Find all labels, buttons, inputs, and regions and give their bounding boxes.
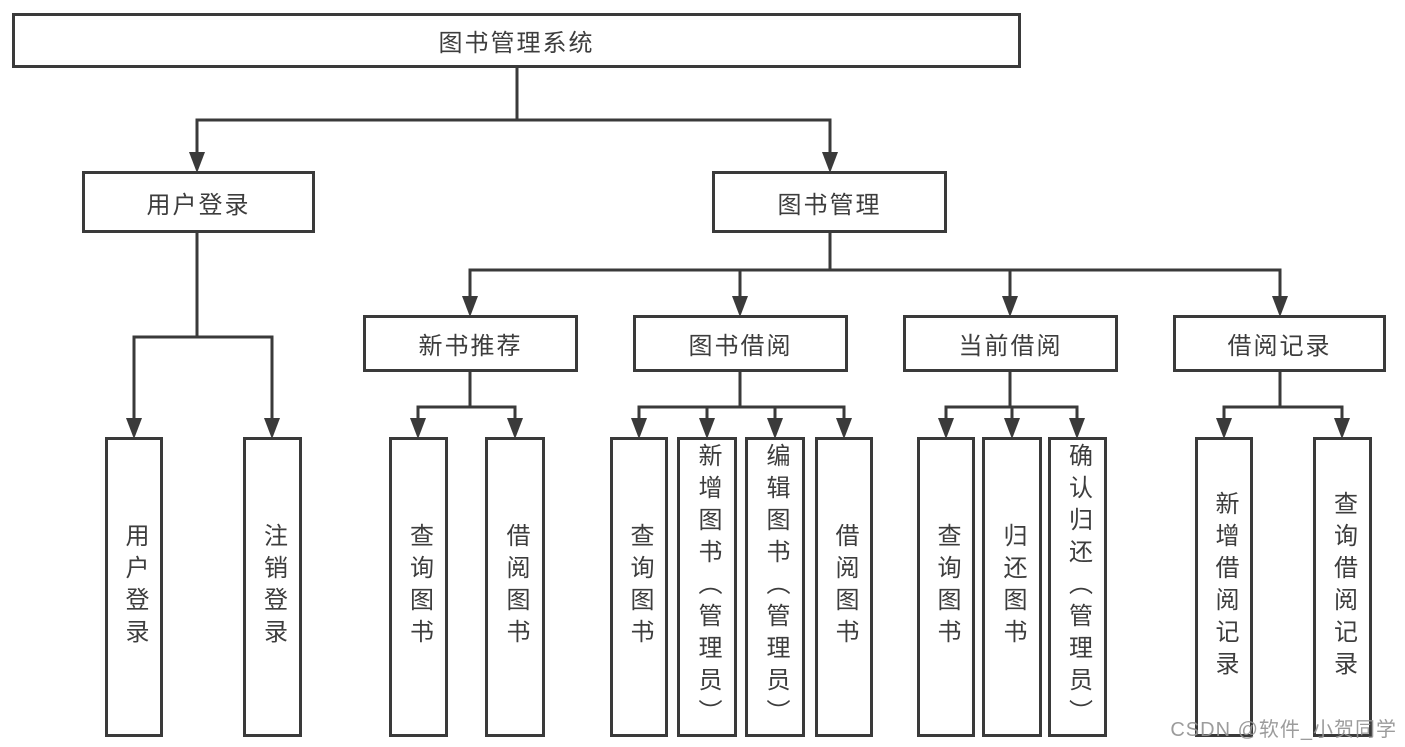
node-borrowing-records: 借阅记录 xyxy=(1173,315,1386,372)
leaf-query-books-recommend: 查询图书 xyxy=(389,437,448,737)
node-new-book-recommend: 新书推荐 xyxy=(363,315,578,372)
leaf-query-borrow-record: 查询借阅记录 xyxy=(1313,437,1372,737)
leaf-edit-book-admin: 编辑图书（管理员） xyxy=(745,437,805,737)
leaf-return-books: 归还图书 xyxy=(982,437,1042,737)
csdn-watermark: CSDN @软件_小贺同学 xyxy=(1170,719,1397,741)
leaf-query-books-borrowing: 查询图书 xyxy=(610,437,668,737)
leaf-logout: 注销登录 xyxy=(243,437,302,737)
node-book-management: 图书管理 xyxy=(712,171,947,233)
node-current-borrowing: 当前借阅 xyxy=(903,315,1118,372)
leaf-confirm-return-admin: 确认归还（管理员） xyxy=(1048,437,1107,737)
leaf-query-books-current: 查询图书 xyxy=(917,437,975,737)
leaf-user-login: 用户登录 xyxy=(105,437,163,737)
leaf-add-book-admin: 新增图书（管理员） xyxy=(677,437,737,737)
leaf-borrow-books-recommend: 借阅图书 xyxy=(485,437,545,737)
node-book-borrowing: 图书借阅 xyxy=(633,315,848,372)
node-library-management-system: 图书管理系统 xyxy=(12,13,1021,68)
node-user-login: 用户登录 xyxy=(82,171,315,233)
leaf-add-borrow-record: 新增借阅记录 xyxy=(1195,437,1253,737)
leaf-borrow-books-borrowing: 借阅图书 xyxy=(815,437,873,737)
